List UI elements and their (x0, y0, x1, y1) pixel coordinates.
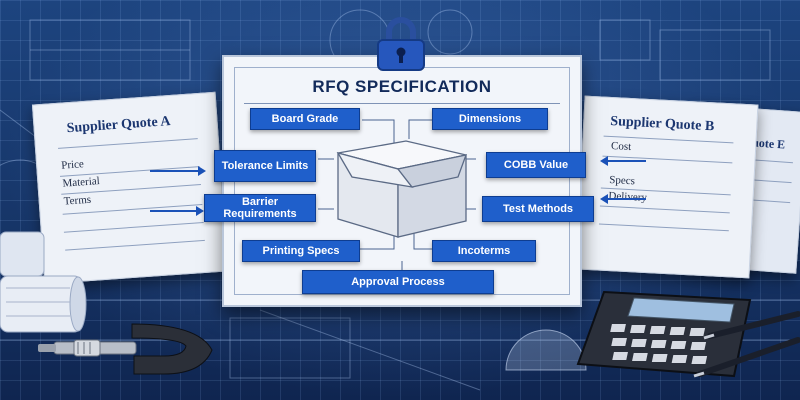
supplier-quote-a-title: Supplier Quote A (66, 114, 171, 137)
spec-cobb-value-button[interactable]: COBB Value (486, 152, 586, 178)
divider (599, 205, 730, 214)
arrow-delivery-to-tests (600, 194, 646, 204)
supplier-a-field-price: Price (60, 158, 85, 172)
divider (751, 179, 792, 184)
micrometer-caliper-icon (38, 323, 213, 375)
divider (753, 159, 793, 164)
spec-barrier-requirements-button[interactable]: Barrier Requirements (204, 194, 316, 222)
document-title: RFQ SPECIFICATION (312, 77, 492, 96)
divider (598, 223, 729, 232)
spec-approval-process-button[interactable]: Approval Process (302, 270, 494, 294)
divider (58, 138, 198, 149)
supplier-quote-b-title: Supplier Quote B (609, 113, 715, 135)
supplier-quote-b-sheet: Supplier Quote B Cost Specs Delivery (575, 95, 759, 279)
pens-icon (693, 311, 800, 378)
spec-incoterms-button[interactable]: Incoterms (432, 240, 536, 262)
divider (750, 199, 791, 204)
calculator-icon (576, 290, 752, 378)
supplier-b-field-delivery: Delivery (608, 189, 648, 204)
open-carton-box-icon (336, 140, 468, 238)
spec-tolerance-limits-button[interactable]: Tolerance Limits (214, 150, 316, 182)
supplier-a-field-material: Material (62, 175, 101, 190)
spec-dimensions-button[interactable]: Dimensions (432, 108, 548, 130)
supplier-b-field-cost: Cost (610, 140, 632, 154)
spec-board-grade-button[interactable]: Board Grade (250, 108, 360, 130)
supplier-a-field-terms: Terms (63, 193, 92, 208)
padlock-icon (377, 17, 425, 71)
rolled-blueprints-icon (0, 231, 87, 333)
supplier-b-field-specs: Specs (608, 173, 636, 188)
spec-printing-specs-button[interactable]: Printing Specs (242, 240, 360, 262)
title-rule (244, 103, 560, 104)
arrow-material-to-tolerance (150, 166, 206, 176)
spec-test-methods-button[interactable]: Test Methods (482, 196, 594, 222)
supplier-quote-e-title: uote E (751, 135, 786, 152)
arrow-cost-to-cobb (600, 156, 646, 166)
arrow-to-barrier (150, 206, 204, 216)
